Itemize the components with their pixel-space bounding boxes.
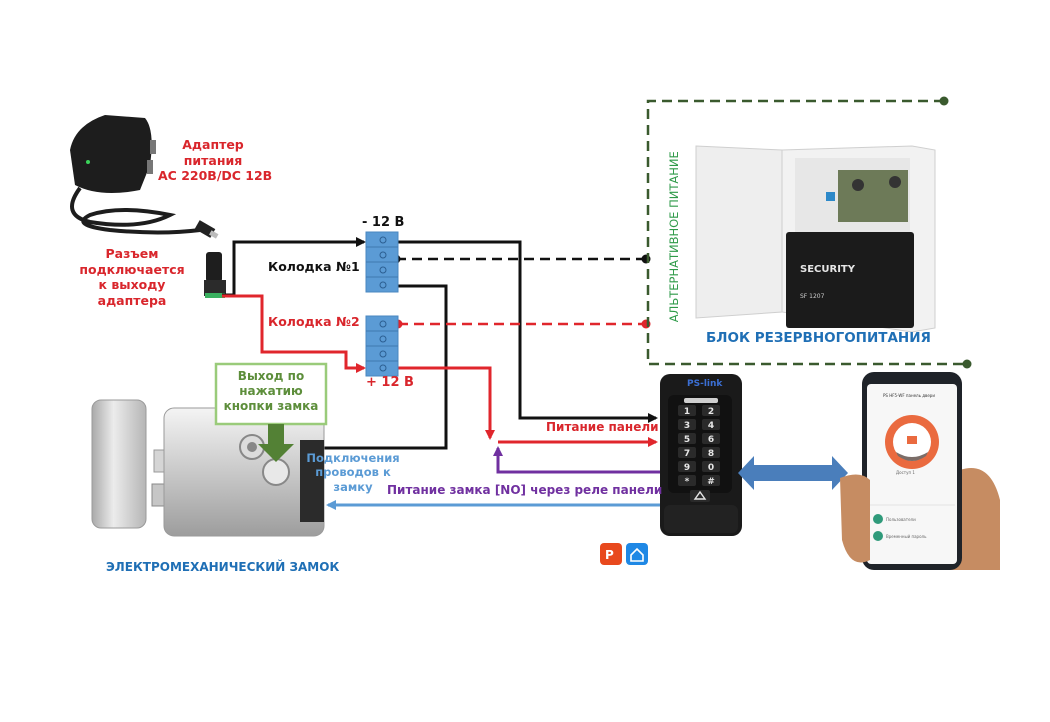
terminal-block-2 <box>365 315 399 377</box>
keypad-key-label: 6 <box>708 435 714 445</box>
adapter-label-line: питания <box>183 152 243 168</box>
adapter-label-line: Адаптер <box>182 137 244 152</box>
phone-menu-users: Пользователи <box>886 517 916 522</box>
keypad-key-label: 3 <box>684 421 690 431</box>
keypad-key-label: # <box>707 477 715 487</box>
battery-model: SF 1207 <box>800 293 825 300</box>
backup-unit-title: БЛОК РЕЗЕРВНОГОПИТАНИЯ <box>706 330 931 346</box>
keypad-key[interactable] <box>702 433 720 444</box>
terminal-block-1-label: Колодка №1 <box>268 259 360 274</box>
smartphone-icon <box>840 372 1000 570</box>
keypad-key[interactable] <box>678 447 696 458</box>
keypad-key[interactable] <box>702 447 720 458</box>
phone-device-name: Доступ 1 <box>896 470 915 475</box>
wire-relay <box>493 446 662 474</box>
battery-brand: SECURITY <box>800 264 856 275</box>
connector-label: Разъем подключается к выходу адаптера <box>76 246 188 309</box>
keypad-key[interactable] <box>678 461 696 472</box>
keypad-key-label: 9 <box>684 463 690 473</box>
terminal-block-2-label: Колодка №2 <box>268 314 360 329</box>
keypad-brand-logo: PS-link <box>687 379 723 389</box>
exit-button-label-line: кнопки замка <box>223 399 319 413</box>
minus-12v-label: - 12 В <box>362 215 405 230</box>
exit-button-label-line: нажатию <box>239 384 303 398</box>
keypad-key-label: 8 <box>708 449 714 459</box>
lock-wires-label: Подключения проводов к замку <box>306 451 400 494</box>
keypad-key-label: 4 <box>708 421 714 431</box>
exit-button-label: Выход по нажатию кнопки замка <box>218 369 324 414</box>
phone-app-title: PS HF5-WF панель двери <box>883 393 935 398</box>
keypad-panel-icon <box>660 374 742 536</box>
keypad-key[interactable] <box>678 433 696 444</box>
svg-text:P: P <box>605 548 614 562</box>
keypad-key-label: 7 <box>684 449 690 459</box>
keypad-key[interactable] <box>678 405 696 416</box>
terminal-block-1 <box>365 231 399 293</box>
lock-title: ЭЛЕКТРОМЕХАНИЧЕСКИЙ ЗАМОК <box>106 560 340 574</box>
keypad-key[interactable] <box>702 419 720 430</box>
wireless-link-double-arrow <box>738 456 848 490</box>
adapter-label-line: AC 220В/DC 12В <box>158 168 273 184</box>
adapter-label: Адаптер питания AC 220В/DC 12В <box>158 137 273 184</box>
keypad-key[interactable] <box>702 475 720 486</box>
alt-power-frame <box>646 99 966 366</box>
keypad-key-label: 5 <box>684 435 690 445</box>
connector-label-line: Разъем <box>105 246 159 261</box>
app-icon-pslink[interactable]: P <box>600 543 622 565</box>
connector-label-line: к выходу <box>98 277 166 293</box>
keypad-key-label: 1 <box>684 407 690 417</box>
connector-label-line: адаптера <box>97 292 167 308</box>
exit-button-callout <box>214 362 328 462</box>
exit-button-label-line: Выход по <box>237 369 305 383</box>
keypad-key-label: 2 <box>708 407 714 417</box>
power-adapter-icon <box>70 115 219 239</box>
keypad-key[interactable] <box>678 419 696 430</box>
keypad-key-label: * <box>685 477 690 487</box>
backup-power-unit-icon: SECURITY SF 1207 <box>695 145 936 333</box>
keypad-key-label: 0 <box>708 463 714 473</box>
phone-menu-temp-password: Временный пароль <box>886 534 927 539</box>
keypad-keys: 1 2 3 4 5 6 7 8 9 0 * # <box>678 405 720 502</box>
plus-12v-label: + 12 В <box>366 375 414 390</box>
app-icon-smart-home[interactable] <box>626 543 648 565</box>
alt-wire-positive <box>393 319 651 329</box>
alt-power-label: АЛЬТЕРНАТИВНОЕ ПИТАНИЕ <box>666 151 681 323</box>
bell-icon <box>693 490 707 500</box>
lock-wires-label-line: проводов к <box>315 465 391 480</box>
keypad-key[interactable] <box>702 461 720 472</box>
connector-label-line: подключается <box>79 261 185 277</box>
lock-wires-label-line: замку <box>333 479 373 494</box>
wire-positive <box>222 294 658 447</box>
keypad-key[interactable] <box>702 405 720 416</box>
lock-wires-label-line: Подключения <box>306 451 400 465</box>
lock-power-relay-label: Питание замка [NO] через реле панели <box>387 483 663 497</box>
keypad-key[interactable] <box>678 475 696 486</box>
dc-connector-icon <box>204 252 226 298</box>
panel-power-label: Питание панели <box>546 420 659 434</box>
